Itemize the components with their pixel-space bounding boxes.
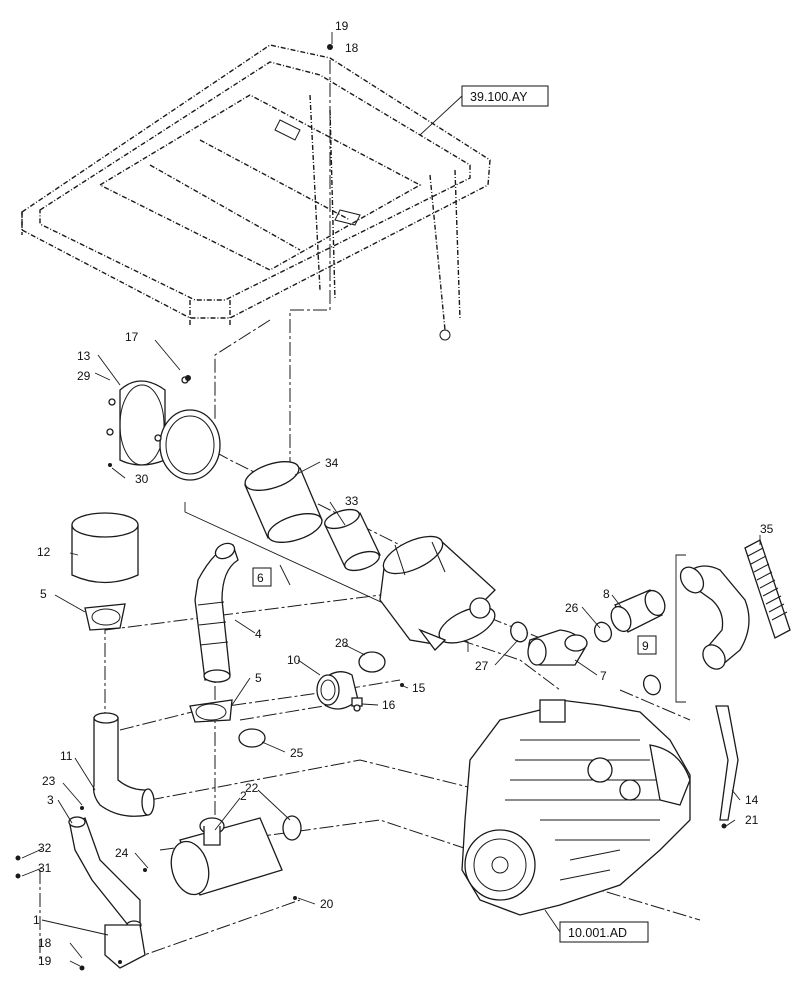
callout-19-top: 19: [335, 19, 349, 33]
callout-8: 8: [603, 587, 610, 601]
callout-3: 3: [47, 793, 54, 807]
callout-35: 35: [760, 522, 774, 536]
outer-filter-element: [244, 461, 323, 543]
callout-22: 22: [245, 781, 259, 795]
callout-25: 25: [290, 746, 304, 760]
callout-6-box: 6: [252, 567, 272, 587]
air-cleaner-housing: [379, 535, 496, 651]
elbow-hose: [679, 565, 750, 670]
callout-4: 4: [255, 627, 262, 641]
clamp-22: [282, 815, 302, 841]
air-cleaner-assembly-bracket: [184, 502, 469, 652]
callout-11: 11: [60, 749, 73, 763]
hose-clamp-27: [510, 621, 528, 643]
callout-18-top: 18: [345, 41, 359, 55]
elbow-7: [527, 629, 588, 666]
callout-9-box: 9: [637, 635, 657, 655]
callout-31: 31: [38, 861, 52, 875]
hose-assembly-bracket: [675, 554, 686, 703]
rain-cap-12: [71, 512, 139, 584]
callout-16: 16: [382, 698, 396, 712]
callout-13: 13: [77, 349, 91, 363]
reference-engine-label: 10.001.AD: [568, 926, 627, 940]
mounting-band-17: [154, 376, 221, 481]
callout-12: 12: [37, 545, 51, 559]
callout-5-lower: 5: [255, 671, 262, 685]
callout-15: 15: [412, 681, 426, 695]
svg-text:6: 6: [257, 571, 264, 585]
reference-frame-label: 39.100.AY: [470, 90, 528, 104]
sensor-16: [351, 697, 363, 712]
muffler-2: [170, 817, 283, 896]
exhaust-pipe-11: [92, 712, 155, 817]
callout-33: 33: [345, 494, 359, 508]
screw-30: [108, 463, 112, 467]
corrugated-hose: [744, 539, 791, 639]
callout-2: 2: [240, 789, 247, 803]
callout-27: 27: [475, 659, 489, 673]
svg-text:9: 9: [642, 639, 649, 653]
callout-34: 34: [325, 456, 339, 470]
callout-26: 26: [565, 601, 579, 615]
intake-tube: [610, 589, 666, 633]
callout-leader-lines: [21, 32, 761, 967]
reducer-10: [316, 671, 359, 710]
clamp-25: [238, 728, 266, 748]
callout-18-bottom: 18: [38, 936, 52, 950]
mounting-band-13: [106, 380, 166, 466]
clamp-5-upper: [84, 603, 126, 631]
engine-block: [461, 699, 691, 916]
callout-10: 10: [287, 653, 301, 667]
callout-29: 29: [77, 369, 91, 383]
inner-filter-element: [324, 508, 381, 572]
callout-21: 21: [745, 813, 759, 827]
chassis-frame: [21, 44, 491, 341]
callout-20: 20: [320, 897, 334, 911]
callout-23: 23: [42, 774, 56, 788]
clamp-28: [358, 651, 386, 673]
exhaust-tube-3: [68, 816, 142, 930]
callout-17: 17: [125, 330, 139, 344]
callout-30: 30: [135, 472, 149, 486]
dipstick-tube-14: [715, 705, 739, 829]
callout-24: 24: [115, 846, 129, 860]
callout-5-upper: 5: [40, 587, 47, 601]
callout-28: 28: [335, 636, 349, 650]
callout-19-bottom: 19: [38, 954, 52, 968]
callout-1: 1: [33, 913, 40, 927]
inlet-tube-4: [194, 542, 239, 683]
callout-7: 7: [600, 669, 607, 683]
callout-32: 32: [38, 841, 52, 855]
fastener-hardware: [15, 44, 333, 971]
clamp-5-lower: [189, 699, 233, 723]
reference-frame-box: 39.100.AY: [461, 85, 549, 107]
hose-clamp-9: [642, 674, 662, 696]
callout-labels: 19 18 17 13 29 30 34 33 12 5 4 5 10 28 1…: [33, 19, 774, 968]
reference-engine-box: 10.001.AD: [559, 921, 649, 943]
hose-clamp-26: [593, 621, 613, 643]
callout-14: 14: [745, 793, 759, 807]
bracket-1: [104, 924, 146, 969]
